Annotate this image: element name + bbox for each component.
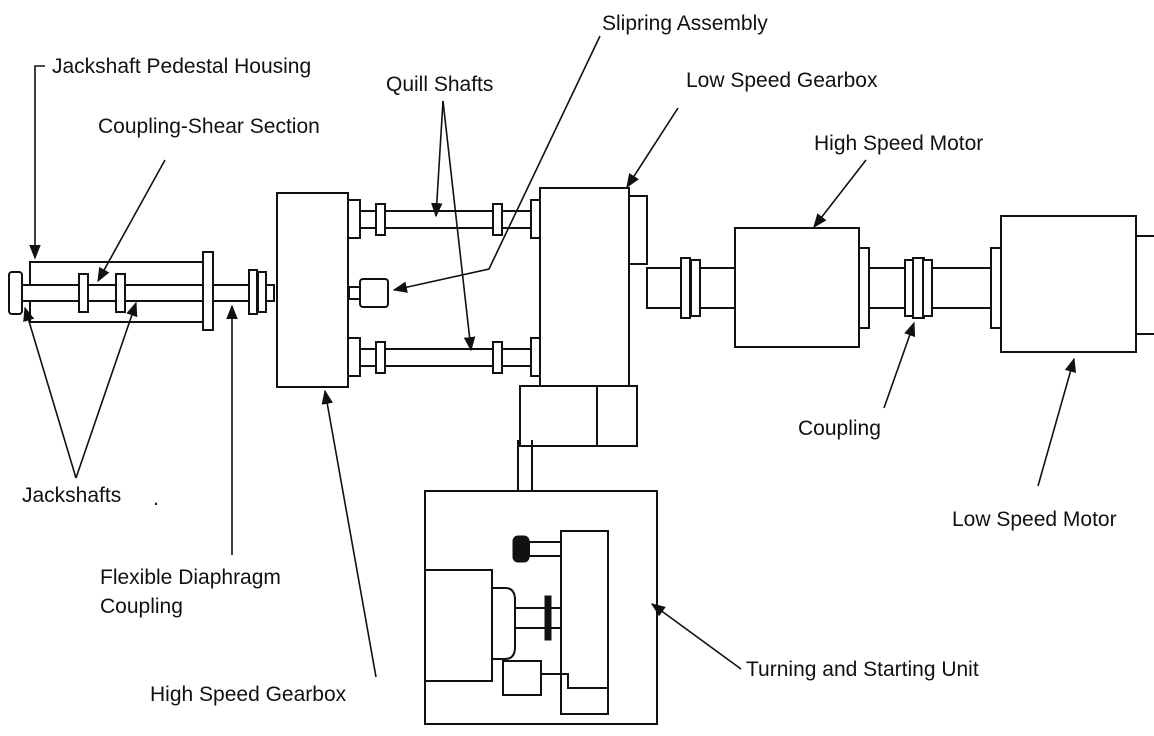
coupling-shear-section-label: Coupling-Shear Section <box>98 115 320 138</box>
coupling-shear-section-flange-2 <box>115 273 126 313</box>
low-speed-gearbox <box>519 187 648 447</box>
slipring-assembly-leader <box>392 35 601 293</box>
high-speed-motor-label: High Speed Motor <box>814 132 983 155</box>
high-speed-motor-assembly <box>646 227 870 348</box>
quill-shaft-bottom-collar-1 <box>375 341 386 374</box>
quill-shafts-label: Quill Shafts <box>386 73 493 96</box>
jackshaft-pedestal-housing-label: Jackshaft Pedestal Housing <box>52 55 311 78</box>
coupling-leader <box>883 321 916 409</box>
turning-unit-starter-shaft <box>514 607 562 629</box>
jackshaft-end-flange-left <box>8 271 23 315</box>
coupling-shear-section-leader <box>97 159 166 283</box>
jackshafts-leader-2 <box>75 301 138 479</box>
pedestal-flange <box>202 251 214 331</box>
high-speed-gearbox-port-bottom <box>347 337 361 377</box>
low-speed-motor-label: Low Speed Motor <box>952 508 1117 531</box>
turning-unit-clutch <box>544 595 552 641</box>
high-speed-motor-body <box>734 227 860 348</box>
turning-and-starting-unit <box>424 440 658 725</box>
high-speed-gearbox-body <box>276 192 349 388</box>
turning-unit-starter-motor <box>491 587 516 660</box>
high-speed-motor-leader <box>813 159 867 229</box>
low-speed-motor-leader <box>1037 357 1077 487</box>
turning-unit-lower-link <box>541 673 608 689</box>
jackshaft-pedestal-housing-leader <box>29 65 45 260</box>
slipring-assembly-stub <box>348 286 361 300</box>
low-speed-gearbox-leader <box>626 107 679 189</box>
high-speed-gearbox-leader <box>321 389 377 678</box>
slipring-assembly-body <box>359 278 389 308</box>
low-speed-gearbox-body <box>539 187 630 387</box>
jackshafts-mark: . <box>153 487 159 510</box>
coupling-label: Coupling <box>798 417 881 440</box>
high-speed-motor-end-flange <box>858 247 870 329</box>
flexible-diaphragm-coupling-label-line2: Coupling <box>100 595 183 618</box>
quill-shafts-leader-bottom <box>442 100 476 352</box>
low-speed-motor-body <box>1000 215 1137 353</box>
leader-lines <box>23 35 1077 678</box>
jackshafts-leader-1 <box>23 306 77 479</box>
turning-unit-wheel-hub <box>528 541 562 557</box>
motor-coupling-flange-3 <box>922 259 933 317</box>
turning-unit-wheel <box>512 535 530 563</box>
low-speed-gearbox-output-flange <box>628 195 648 265</box>
low-speed-motor-input-flange <box>990 247 1002 329</box>
low-speed-gearbox-label: Low Speed Gearbox <box>686 69 878 92</box>
quill-shaft-bottom <box>359 348 541 367</box>
high-speed-gearbox <box>276 192 389 388</box>
high-speed-motor-input-coupling-1 <box>680 257 691 319</box>
flexible-diaphragm-coupling-label-line1: Flexible Diaphragm <box>100 566 281 589</box>
motor-coupling <box>868 257 992 319</box>
quill-shaft-top-collar-2 <box>492 203 503 236</box>
turning-unit-lower-component <box>502 660 542 696</box>
quill-shaft-top-collar-1 <box>375 203 386 236</box>
jackshafts-label: Jackshafts <box>22 484 121 507</box>
turning-and-starting-unit-label: Turning and Starting Unit <box>746 658 979 681</box>
flexible-diaphragm-coupling-flange-2 <box>257 271 267 313</box>
quill-shafts-leader-top <box>431 100 444 218</box>
high-speed-gearbox-label: High Speed Gearbox <box>150 683 347 706</box>
slipring-assembly-label: Slipring Assembly <box>602 12 768 35</box>
low-speed-gearbox-lower-housing <box>519 385 638 447</box>
high-speed-motor-input-coupling-2 <box>690 259 701 317</box>
jackshaft-shaft <box>11 284 275 302</box>
low-speed-motor <box>990 215 1154 353</box>
flexible-diaphragm-coupling-flange-1 <box>248 269 258 315</box>
jackshaft-assembly <box>8 251 275 331</box>
quill-shafts <box>359 203 541 374</box>
coupling-shear-section-flange-1 <box>78 273 89 313</box>
high-speed-gearbox-port-top <box>347 199 361 239</box>
turning-and-starting-unit-leader <box>650 603 742 670</box>
quill-shaft-bottom-collar-2 <box>492 341 503 374</box>
labels: Jackshaft Pedestal Housing Coupling-Shea… <box>22 12 1117 706</box>
